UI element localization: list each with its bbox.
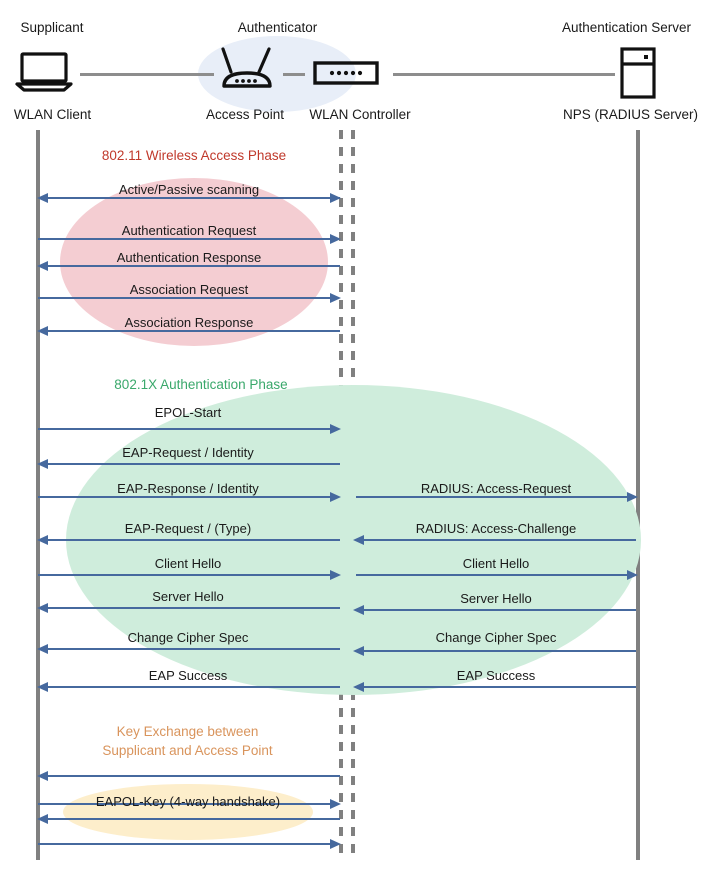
message-arrow xyxy=(38,843,334,845)
message-arrow xyxy=(46,775,340,777)
message-arrow xyxy=(38,428,334,430)
arrow-head-right-icon xyxy=(330,799,341,809)
message-label: EPOL-Start xyxy=(154,405,222,420)
message-label: EAP-Request / Identity xyxy=(122,445,254,460)
arrow-head-left-icon xyxy=(37,193,48,203)
message-arrow-right xyxy=(356,496,630,498)
phase-key-exchange-ellipse xyxy=(63,784,313,840)
arrow-head-right-icon xyxy=(330,234,341,244)
actor-device-label-access-point: Access Point xyxy=(205,107,285,122)
arrow-head-left-icon xyxy=(353,646,364,656)
message-arrow-right xyxy=(362,686,636,688)
actor-device-label-wlan-controller: WLAN Controller xyxy=(309,107,411,122)
message-arrow xyxy=(46,265,340,267)
phase-802-11-ellipse xyxy=(60,178,328,346)
message-arrow xyxy=(38,496,334,498)
actor-device-label-wlan-client: WLAN Client xyxy=(13,107,92,122)
actor-role-authenticator: Authenticator xyxy=(237,20,318,35)
lifeline-supplicant xyxy=(36,130,40,860)
laptop-icon xyxy=(14,52,76,92)
message-arrow xyxy=(46,648,340,650)
arrow-head-left-icon xyxy=(37,644,48,654)
message-arrow xyxy=(46,539,340,541)
arrow-head-right-icon xyxy=(330,570,341,580)
wire-controller-to-server xyxy=(393,73,615,76)
message-arrow xyxy=(46,330,340,332)
message-arrow xyxy=(46,607,340,609)
arrow-head-right-icon xyxy=(627,492,638,502)
message-arrow-right xyxy=(362,609,636,611)
message-arrow xyxy=(38,238,334,240)
arrow-head-right-icon xyxy=(330,492,341,502)
message-label: Client Hello xyxy=(154,556,222,571)
arrow-head-right-icon xyxy=(330,293,341,303)
message-label-right: RADIUS: Access-Request xyxy=(420,481,572,496)
actor-role-supplicant: Supplicant xyxy=(20,20,84,35)
message-label-right: Client Hello xyxy=(462,556,530,571)
message-arrow-right xyxy=(362,650,636,652)
message-label-right: Change Cipher Spec xyxy=(435,630,557,645)
message-label: Association Request xyxy=(129,282,249,297)
arrow-head-left-icon xyxy=(37,603,48,613)
message-label: Change Cipher Spec xyxy=(127,630,249,645)
phase-802-11-title: 802.11 Wireless Access Phase xyxy=(101,148,287,163)
arrow-head-left-icon xyxy=(37,326,48,336)
message-arrow xyxy=(46,197,340,199)
actor-device-label-nps-server: NPS (RADIUS Server) xyxy=(562,107,699,122)
message-label: Association Response xyxy=(124,315,254,330)
arrow-head-left-icon xyxy=(353,682,364,692)
arrow-head-left-icon xyxy=(37,459,48,469)
actor-role-auth-server: Authentication Server xyxy=(561,20,692,35)
wire-client-to-ap xyxy=(80,73,214,76)
phase-key-exchange-title-line1: Key Exchange between xyxy=(116,724,259,739)
message-arrow xyxy=(38,574,334,576)
arrow-head-left-icon xyxy=(353,535,364,545)
phase-802-1x-title: 802.1X Authentication Phase xyxy=(114,377,288,392)
arrow-head-right-icon xyxy=(330,424,341,434)
arrow-head-left-icon xyxy=(37,814,48,824)
message-arrow xyxy=(38,803,334,805)
message-arrow xyxy=(46,686,340,688)
arrow-head-left-icon xyxy=(37,771,48,781)
message-label-right: RADIUS: Access-Challenge xyxy=(415,521,577,536)
message-label-right: Server Hello xyxy=(460,591,532,606)
arrow-head-right-icon xyxy=(627,570,638,580)
phase-key-exchange-title-line2: Supplicant and Access Point xyxy=(102,743,273,758)
group-label-eapol-key: EAPOL-Key (4-way handshake) xyxy=(95,794,281,809)
lifeline-auth-server xyxy=(636,130,640,860)
arrow-head-left-icon xyxy=(37,261,48,271)
message-arrow-right xyxy=(356,574,630,576)
arrow-head-right-icon xyxy=(330,839,341,849)
message-arrow-right xyxy=(362,539,636,541)
message-label: EAP Success xyxy=(148,668,228,683)
arrow-head-left-icon xyxy=(37,682,48,692)
network-switch-icon xyxy=(313,60,383,88)
message-label: EAP-Request / (Type) xyxy=(124,521,252,536)
message-label: Authentication Response xyxy=(116,250,262,265)
arrow-head-left-icon xyxy=(353,605,364,615)
arrow-head-right-icon xyxy=(330,193,341,203)
message-arrow xyxy=(46,818,340,820)
message-label: EAP-Response / Identity xyxy=(117,481,259,496)
wireless-router-icon xyxy=(214,46,280,92)
message-arrow xyxy=(46,463,340,465)
message-arrow xyxy=(38,297,334,299)
arrow-head-left-icon xyxy=(37,535,48,545)
message-label: Active/Passive scanning xyxy=(118,182,260,197)
message-label: Server Hello xyxy=(152,589,224,604)
wire-ap-to-controller xyxy=(283,73,305,76)
message-label-right: EAP Success xyxy=(456,668,536,683)
message-label: Authentication Request xyxy=(121,223,257,238)
server-rack-icon xyxy=(618,47,658,99)
